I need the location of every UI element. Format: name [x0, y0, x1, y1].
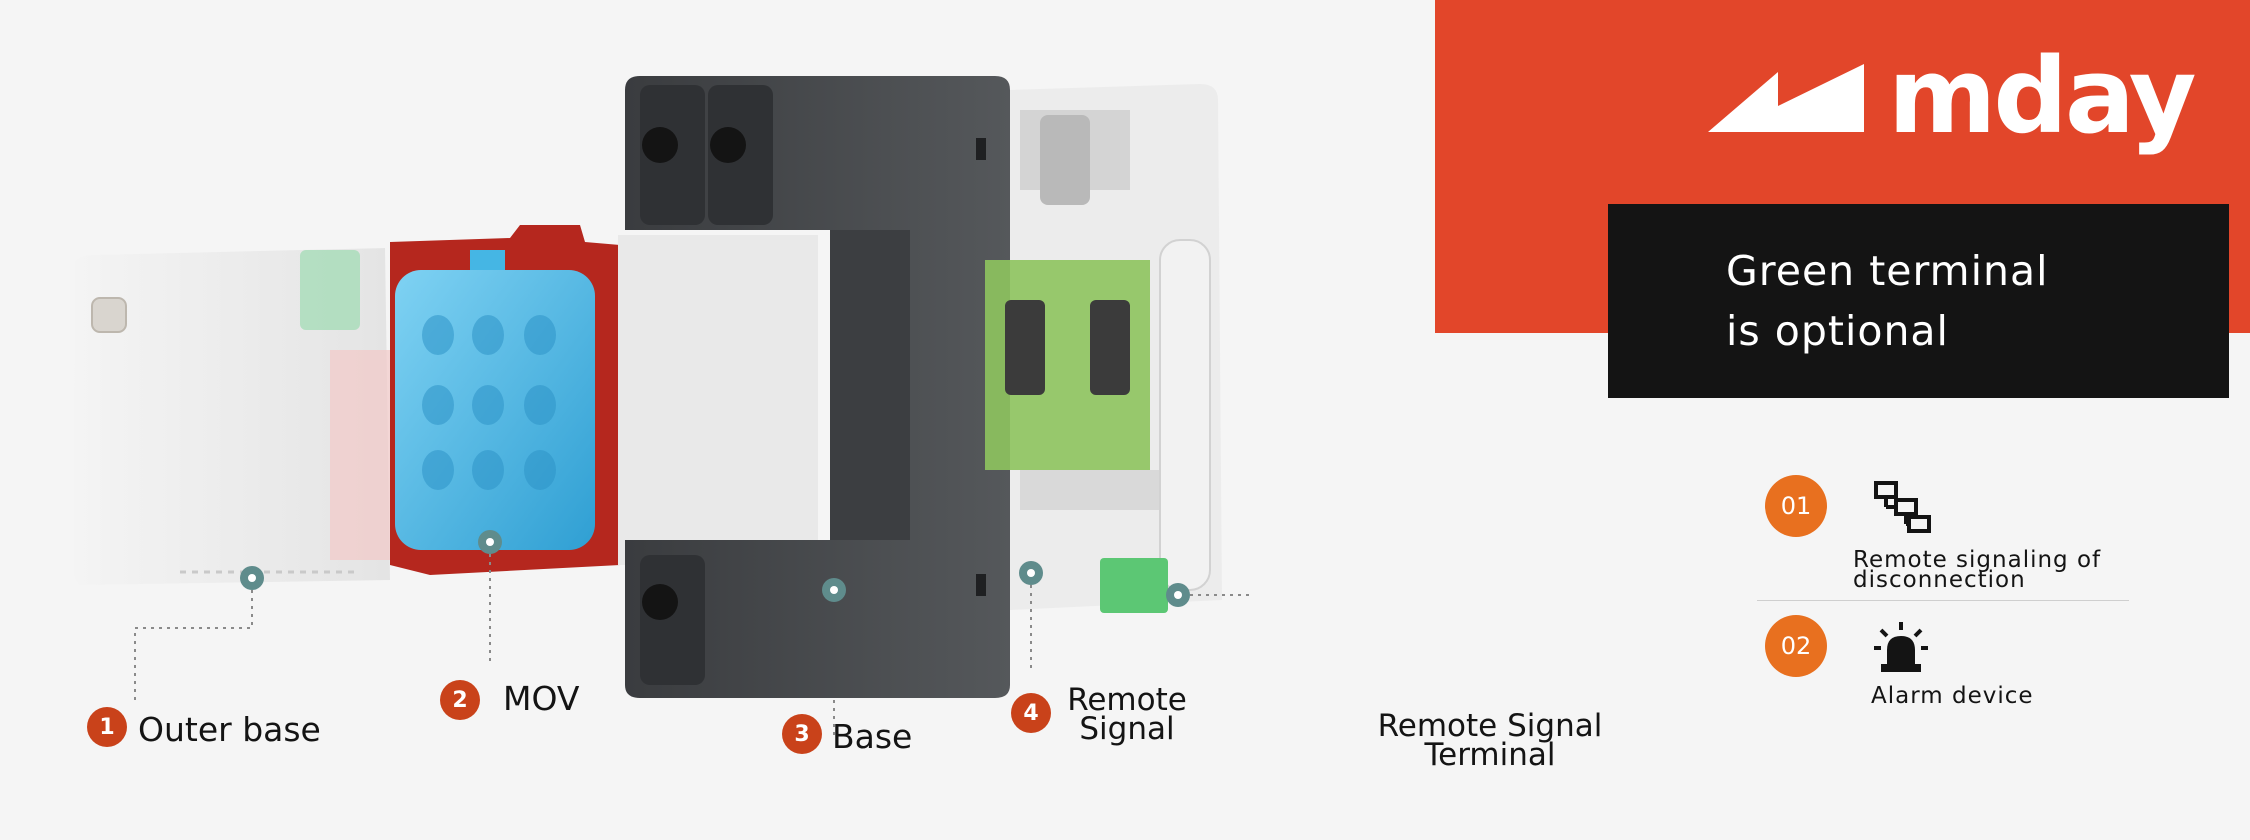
- network-icon: [1874, 481, 1931, 533]
- base-part: [625, 76, 1010, 698]
- note-line: is optional: [1726, 307, 1949, 355]
- label-remote-signal: Remote Signal: [1067, 682, 1187, 747]
- feature-divider: [1757, 600, 2129, 601]
- optional-note-box: Green terminal is optional: [1608, 204, 2229, 398]
- label-outer-base: Outer base: [138, 710, 321, 749]
- leader-lines: [134, 554, 1250, 700]
- badge-remote-signal: 4: [1011, 693, 1051, 733]
- mday-logo-icon: [1708, 64, 1864, 132]
- feature-label-alarm-device: Alarm device: [1871, 683, 2034, 709]
- mov-part: [390, 225, 620, 575]
- badge-outer-base: 1: [87, 707, 127, 747]
- badge-base: 3: [782, 714, 822, 754]
- label-base: Base: [832, 717, 913, 756]
- badge-mov: 2: [440, 680, 480, 720]
- hotspot-markers: [240, 530, 1190, 607]
- remote-signal-part: [985, 84, 1222, 613]
- surge-protector-exploded-view: [74, 76, 1250, 700]
- brand-name: mday: [1888, 35, 2197, 157]
- feature-number-01: 01: [1765, 475, 1827, 537]
- outer-base-part: [74, 248, 390, 585]
- note-line: Green terminal: [1726, 247, 2049, 295]
- label-remote-signal-terminal: Remote Signal Terminal: [1377, 708, 1603, 773]
- feature-label-remote-signaling: Remote signaling of disconnection: [1853, 547, 2102, 593]
- label-mov: MOV: [503, 679, 580, 718]
- feature-number-02: 02: [1765, 615, 1827, 677]
- leader-line: [833, 700, 835, 738]
- alarm-light-icon: [1874, 622, 1928, 672]
